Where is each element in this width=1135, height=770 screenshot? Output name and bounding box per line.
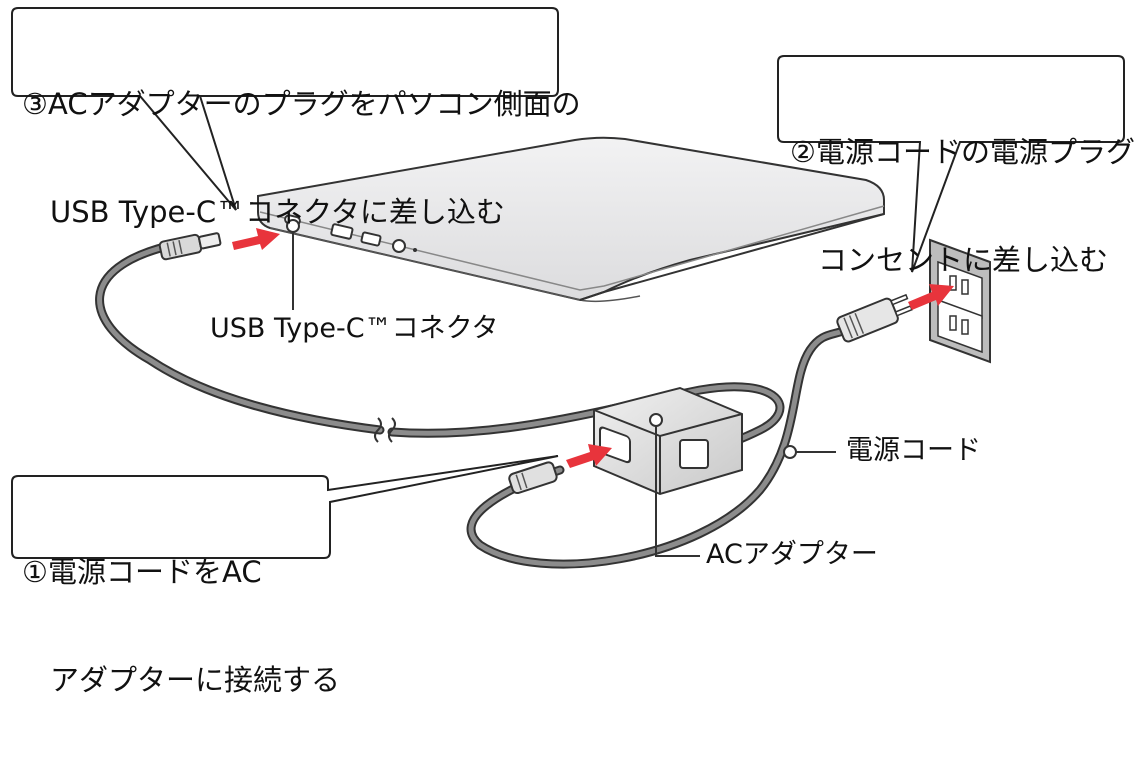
adapter-connector-plug (508, 461, 558, 495)
ac-adapter-label: ACアダプター (706, 539, 878, 570)
callout-step3-bubble (11, 7, 559, 211)
usb-a-port (360, 231, 382, 247)
insert-arrow-adapter (566, 444, 612, 468)
usb-c-plug (158, 232, 222, 261)
callout-step1-line2: アダプターに接続する (50, 663, 341, 697)
callout-step3-line2: USB Type-C™コネクタに差し込む (50, 195, 505, 229)
callout-step2-line2: コンセントに差し込む (818, 243, 1109, 277)
adapter-label-leader-dot (649, 413, 663, 427)
callout-step1-bubble (11, 455, 559, 559)
indicator-dot (413, 248, 417, 252)
setup-diagram: ③ACアダプターのプラグをパソコン側面の USB Type-C™コネクタに差し込… (11, 7, 1135, 697)
callout-step2-line1: ②電源コードの電源プラグを (790, 135, 1135, 169)
usb-label-leader-dot (286, 219, 300, 233)
illustration (11, 7, 1125, 569)
insert-arrow-usb (232, 228, 280, 250)
cord-label-leader-dot (783, 445, 797, 459)
callout-step1-text: ①電源コードをAC アダプターに接続する (22, 482, 340, 770)
usb-c-cable (95, 241, 785, 453)
audio-jack (392, 239, 406, 253)
callout-step2-text: ②電源コードの電源プラグを コンセントに差し込む (790, 62, 1135, 350)
wall-outlet (929, 238, 991, 364)
adapter-label-leader (655, 420, 700, 557)
callout-step2-bubble (777, 55, 1125, 273)
ac-adapter-body (593, 386, 743, 496)
callout-step3-text: ③ACアダプターのプラグをパソコン側面の USB Type-C™コネクタに差し込… (22, 14, 581, 302)
callout-step1-line1: ①電源コードをAC (22, 555, 262, 589)
laptop (257, 136, 885, 303)
power-cord (466, 327, 845, 569)
callout-step3-line1: ③ACアダプターのプラグをパソコン側面の (22, 87, 581, 121)
usb-connector-label: USB Type-C™コネクタ (210, 313, 499, 344)
power-cord-label: 電源コード (846, 435, 981, 466)
hdmi-port (330, 223, 354, 240)
insert-arrow-outlet (908, 284, 954, 310)
